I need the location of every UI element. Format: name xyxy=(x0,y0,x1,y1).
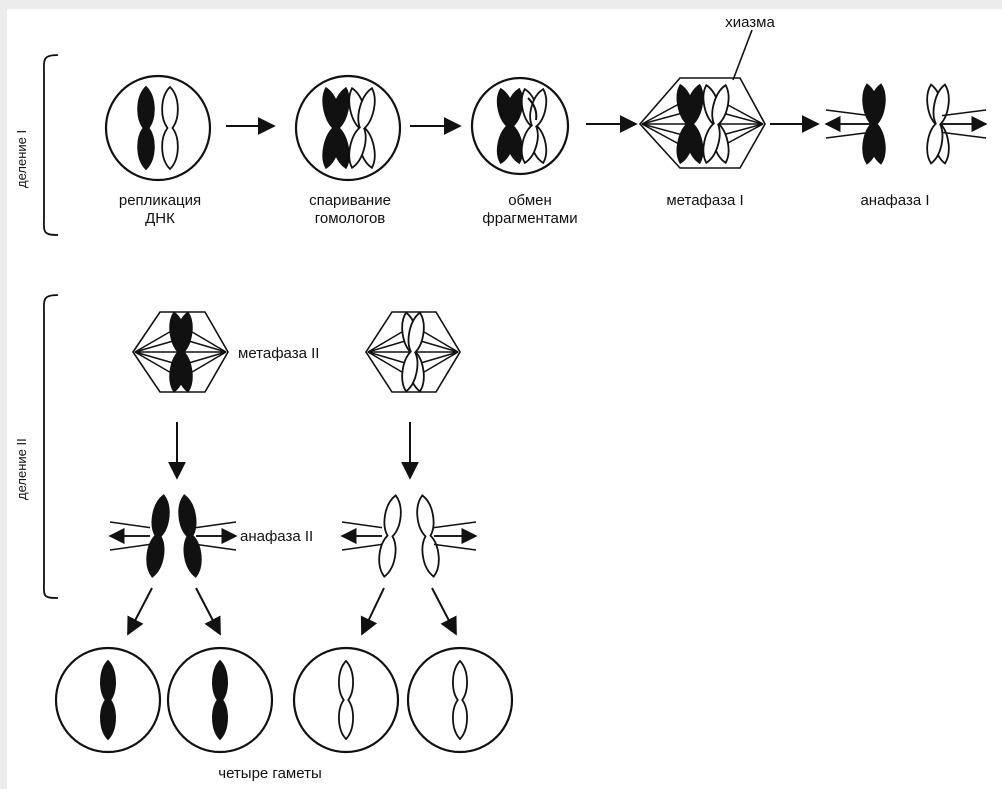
four-gametes-label: четыре гаметы xyxy=(218,765,322,782)
arrow-to-gamete-2 xyxy=(195,587,221,636)
chiasma-pointer xyxy=(732,29,753,81)
chromosome-light xyxy=(161,85,179,171)
replication-cell xyxy=(104,74,212,182)
crossover-segment xyxy=(527,97,538,121)
chromosome-light-pair xyxy=(702,83,730,165)
anaphase-2-right-spindle xyxy=(433,543,477,551)
gamete-cell xyxy=(54,646,162,754)
left-border xyxy=(0,0,7,789)
gamete-cell xyxy=(166,646,274,754)
pairing-label-line1: спаривание xyxy=(309,192,391,209)
chromosome-dark-pair xyxy=(862,83,886,165)
pairing-label-line2: гомологов xyxy=(314,210,386,227)
chromosome-dark-pair xyxy=(676,83,704,165)
chromosome-light-pair xyxy=(348,86,376,170)
chromosome-dark-pair xyxy=(322,86,350,170)
chromosome-dark-pair xyxy=(169,311,193,393)
chromatid-light xyxy=(378,494,402,578)
metaphase-1-spindle xyxy=(638,77,766,169)
anaphase-1-left-spindle xyxy=(825,131,871,139)
chromosome-dark-pair xyxy=(496,87,524,165)
division-1-bracket xyxy=(43,54,59,236)
replication-label-line1: репликация xyxy=(118,192,202,209)
chromosome-dark xyxy=(137,85,155,171)
anaphase-1-label: анафаза I xyxy=(860,192,930,209)
anaphase-1-right-spindle xyxy=(941,131,987,139)
chromatid-dark xyxy=(146,494,170,578)
arrow-to-gamete-1 xyxy=(127,587,153,636)
pairing-cell xyxy=(294,74,402,182)
chromatid-light xyxy=(416,494,440,578)
chromatid-dark xyxy=(100,659,116,741)
chromatid-light xyxy=(452,659,468,741)
top-border xyxy=(0,0,1002,9)
arrow-to-gamete-4 xyxy=(431,587,457,636)
anaphase-2-left-spindle xyxy=(195,521,237,529)
anaphase-2-right-spindle xyxy=(341,543,383,551)
division-2-label: деление II xyxy=(14,438,29,500)
metaphase-2-label: метафаза II xyxy=(238,345,320,362)
exchange-label-line2: фрагментами xyxy=(482,210,578,227)
anaphase-1-left-spindle xyxy=(825,109,871,117)
exchange-cell xyxy=(470,76,570,176)
division-2-bracket xyxy=(43,294,59,599)
arrow-to-gamete-3 xyxy=(360,587,385,636)
exchange-label-line1: обмен xyxy=(508,192,552,209)
chiasma-label: хиазма xyxy=(725,14,775,31)
chromosome-light-pair xyxy=(520,87,548,165)
gamete-cell xyxy=(406,646,514,754)
chromatid-dark xyxy=(212,659,228,741)
anaphase-2-left-spindle xyxy=(109,521,151,529)
anaphase-2-right-spindle xyxy=(433,521,477,529)
metaphase-1-label: метафаза I xyxy=(666,192,744,209)
gamete-cell xyxy=(292,646,400,754)
anaphase-2-label: анафаза II xyxy=(240,528,314,545)
anaphase-2-left-spindle xyxy=(109,543,151,551)
anaphase-1-right-spindle xyxy=(941,109,987,117)
anaphase-2-right-spindle xyxy=(341,521,383,529)
chromatid-dark xyxy=(178,494,202,578)
anaphase-2-left-spindle xyxy=(195,543,237,551)
metaphase-2-right-spindle xyxy=(365,311,461,393)
division-1-label: деление I xyxy=(14,129,29,188)
chromosome-light-pair xyxy=(401,311,425,393)
chromatid-light xyxy=(338,659,354,741)
metaphase-2-left-spindle xyxy=(132,311,229,393)
replication-label-line2: ДНК xyxy=(145,210,175,227)
